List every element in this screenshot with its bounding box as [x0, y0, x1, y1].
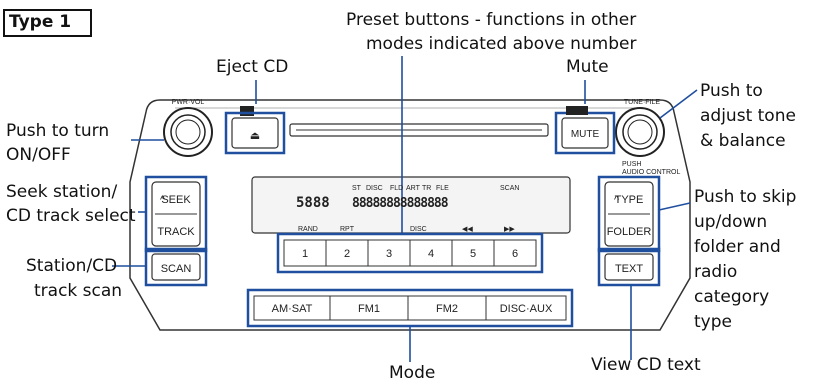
- mode-am-sat-label: AM·SAT: [272, 303, 313, 315]
- scan-label: SCAN: [161, 263, 192, 275]
- mute-button: [561, 117, 609, 149]
- preset-fn-rpt: RPT: [340, 226, 355, 233]
- tone-callout-line1: Push to: [700, 81, 763, 101]
- text-button: [604, 253, 654, 281]
- skip-callout-line2: up/down: [694, 212, 768, 232]
- type-label: Type 1: [9, 12, 72, 32]
- preset-fn-disc: DISC: [410, 226, 427, 233]
- disc-load-icon: [240, 106, 254, 116]
- callout-lines: [112, 56, 698, 362]
- preset-fn-ff: ▶▶: [504, 226, 515, 233]
- preset-5-label: 5: [470, 248, 476, 260]
- mode-fm1-label: FM1: [358, 303, 380, 315]
- lcd-art: ART: [406, 185, 421, 192]
- scan-callout-line2: track scan: [34, 281, 123, 301]
- tune-file-label: TUNE·FILE: [624, 99, 661, 106]
- faceplate-outline: [129, 99, 691, 331]
- power-callout-line1: Push to turn: [6, 121, 110, 141]
- audio-control-label: AUDIO CONTROL: [622, 169, 680, 176]
- preset-callout-line2: modes indicated above number: [366, 34, 637, 54]
- mute-label: MUTE: [571, 129, 600, 140]
- lcd-st: ST: [352, 185, 362, 192]
- mode-fm2-label: FM2: [436, 303, 458, 315]
- preset-fn-rew: ◀◀: [462, 226, 473, 233]
- type-btn-label: TYPE: [615, 194, 644, 206]
- mode-buttons: [253, 295, 567, 321]
- folder-label: FOLDER: [607, 226, 652, 238]
- text-label: TEXT: [615, 263, 643, 275]
- skip-callout-line1: Push to skip: [694, 187, 797, 207]
- preset-fn-rand: RAND: [298, 226, 318, 233]
- lcd-fld: FLD: [390, 185, 403, 192]
- eject-callout: Eject CD: [216, 57, 289, 77]
- skip-callout-line4: radio: [694, 262, 738, 282]
- tune-file-knob: [615, 107, 665, 157]
- lcd-digits: 5888: [296, 195, 330, 211]
- eject-symbol: ⏏: [250, 130, 260, 142]
- seek-callout-line2: CD track select: [6, 206, 136, 226]
- mode-disc-aux-label: DISC·AUX: [500, 303, 553, 315]
- preset-1-label: 1: [302, 248, 308, 260]
- cdtext-callout: View CD text: [591, 355, 701, 375]
- seek-callout-line1: Seek station/: [6, 182, 118, 202]
- preset-buttons: [283, 239, 537, 267]
- lcd-tr: TR: [422, 185, 431, 192]
- preset-callout-line1: Preset buttons - functions in other: [346, 10, 637, 30]
- preset-6-label: 6: [512, 248, 518, 260]
- eject-button: [231, 117, 279, 149]
- lcd-disc: DISC: [366, 185, 383, 192]
- seek-label: SEEK: [161, 194, 191, 206]
- mode-callout: Mode: [389, 363, 436, 383]
- mute-callout: Mute: [566, 57, 609, 77]
- pwr-vol-label: PWR·VOL: [172, 99, 205, 106]
- power-callout-line2: ON/OFF: [6, 145, 71, 165]
- skip-callout-line5: category: [694, 287, 770, 307]
- tone-callout-line3: & balance: [700, 131, 786, 151]
- seek-up-icon: ^: [160, 194, 166, 206]
- type-label-box: [3, 9, 92, 37]
- preset-4-label: 4: [428, 248, 434, 260]
- skip-callout-line6: type: [694, 312, 732, 332]
- lcd-scan: SCAN: [500, 185, 519, 192]
- lcd-fle: FLE: [436, 185, 449, 192]
- preset-3-label: 3: [386, 248, 392, 260]
- logo-mark: [566, 106, 588, 115]
- push-label: PUSH: [622, 161, 641, 168]
- power-volume-knob: [163, 107, 213, 157]
- skip-callout-line3: folder and: [694, 237, 781, 257]
- tone-callout-line2: adjust tone: [700, 106, 796, 126]
- preset-2-label: 2: [344, 248, 350, 260]
- type-up-icon: ^: [614, 194, 620, 206]
- track-label: TRACK: [157, 226, 195, 238]
- lcd-segments: 88888888888888: [352, 196, 449, 211]
- scan-button: [151, 253, 201, 281]
- scan-callout-line1: Station/CD: [26, 256, 118, 276]
